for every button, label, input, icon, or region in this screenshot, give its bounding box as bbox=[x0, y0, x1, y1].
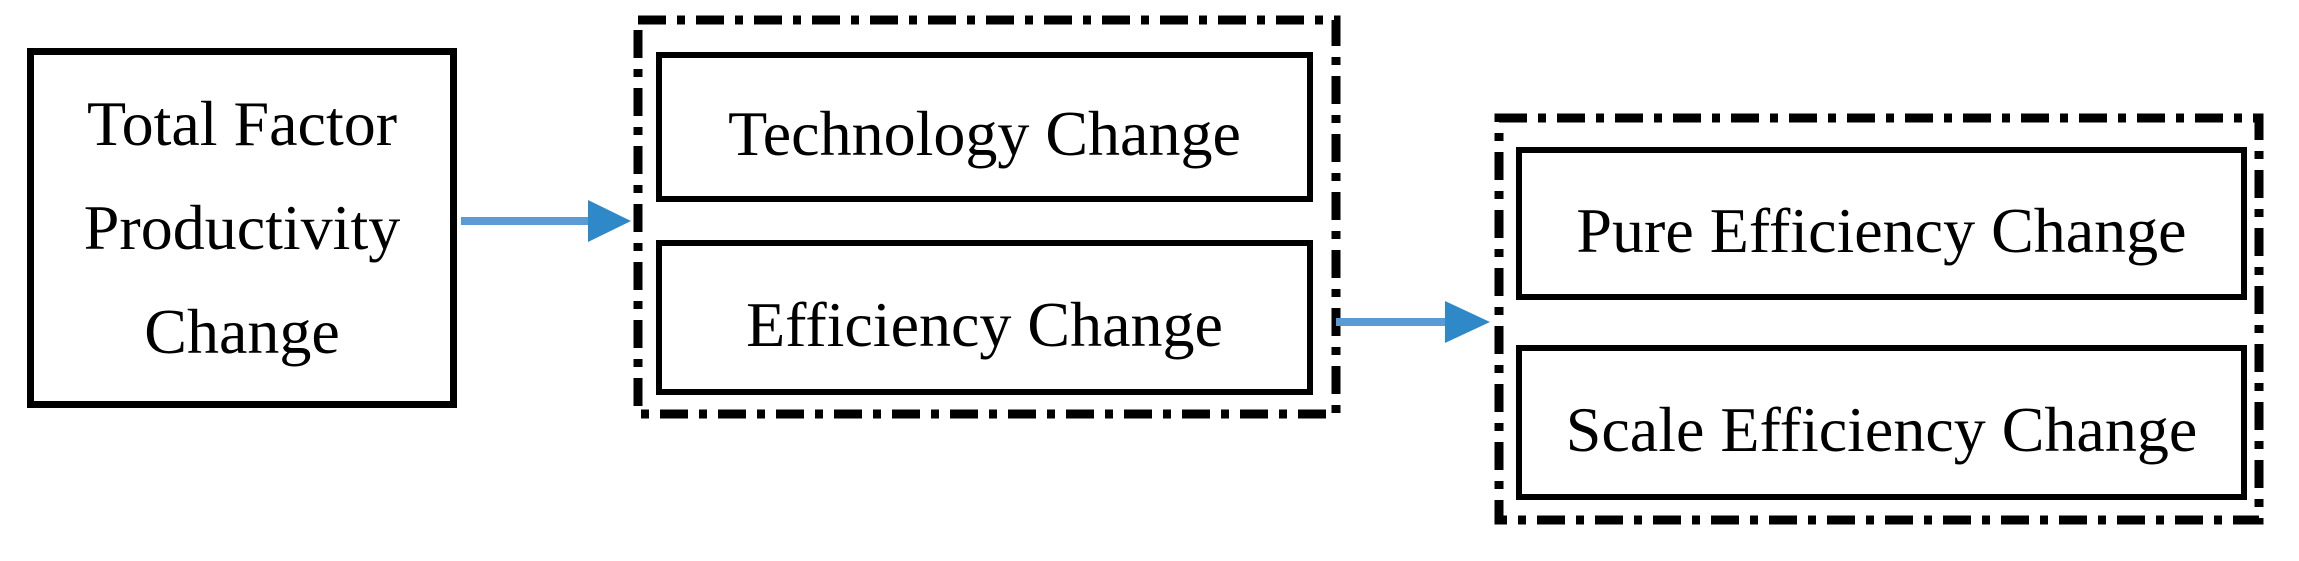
total-factor-productivity-change-box: Total Factor Productivity Change bbox=[27, 48, 457, 408]
scale-efficiency-change-box: Scale Efficiency Change bbox=[1516, 345, 2247, 500]
technology-change-box: Technology Change bbox=[656, 52, 1313, 202]
technology-change-label: Technology Change bbox=[728, 98, 1241, 169]
dash-dot-rect bbox=[633, 15, 1341, 419]
arrow-head bbox=[588, 200, 631, 242]
tfp-label-line-2: Productivity bbox=[83, 192, 401, 263]
efficiency-change-label: Efficiency Change bbox=[746, 288, 1223, 360]
tfp-label-line-3: Change bbox=[144, 296, 340, 367]
pure-efficiency-change-label: Pure Efficiency Change bbox=[1576, 194, 2187, 266]
arrow-head bbox=[1445, 301, 1490, 343]
tfp-label-line-1: Total Factor bbox=[86, 88, 398, 159]
pure-efficiency-change-box: Pure Efficiency Change bbox=[1516, 147, 2247, 300]
first-decomposition-group-border bbox=[633, 15, 1341, 419]
right-arrow-icon bbox=[461, 200, 631, 242]
right-arrow-icon bbox=[1336, 301, 1490, 343]
scale-efficiency-change-label: Scale Efficiency Change bbox=[1565, 393, 2198, 465]
efficiency-change-box: Efficiency Change bbox=[656, 240, 1313, 395]
